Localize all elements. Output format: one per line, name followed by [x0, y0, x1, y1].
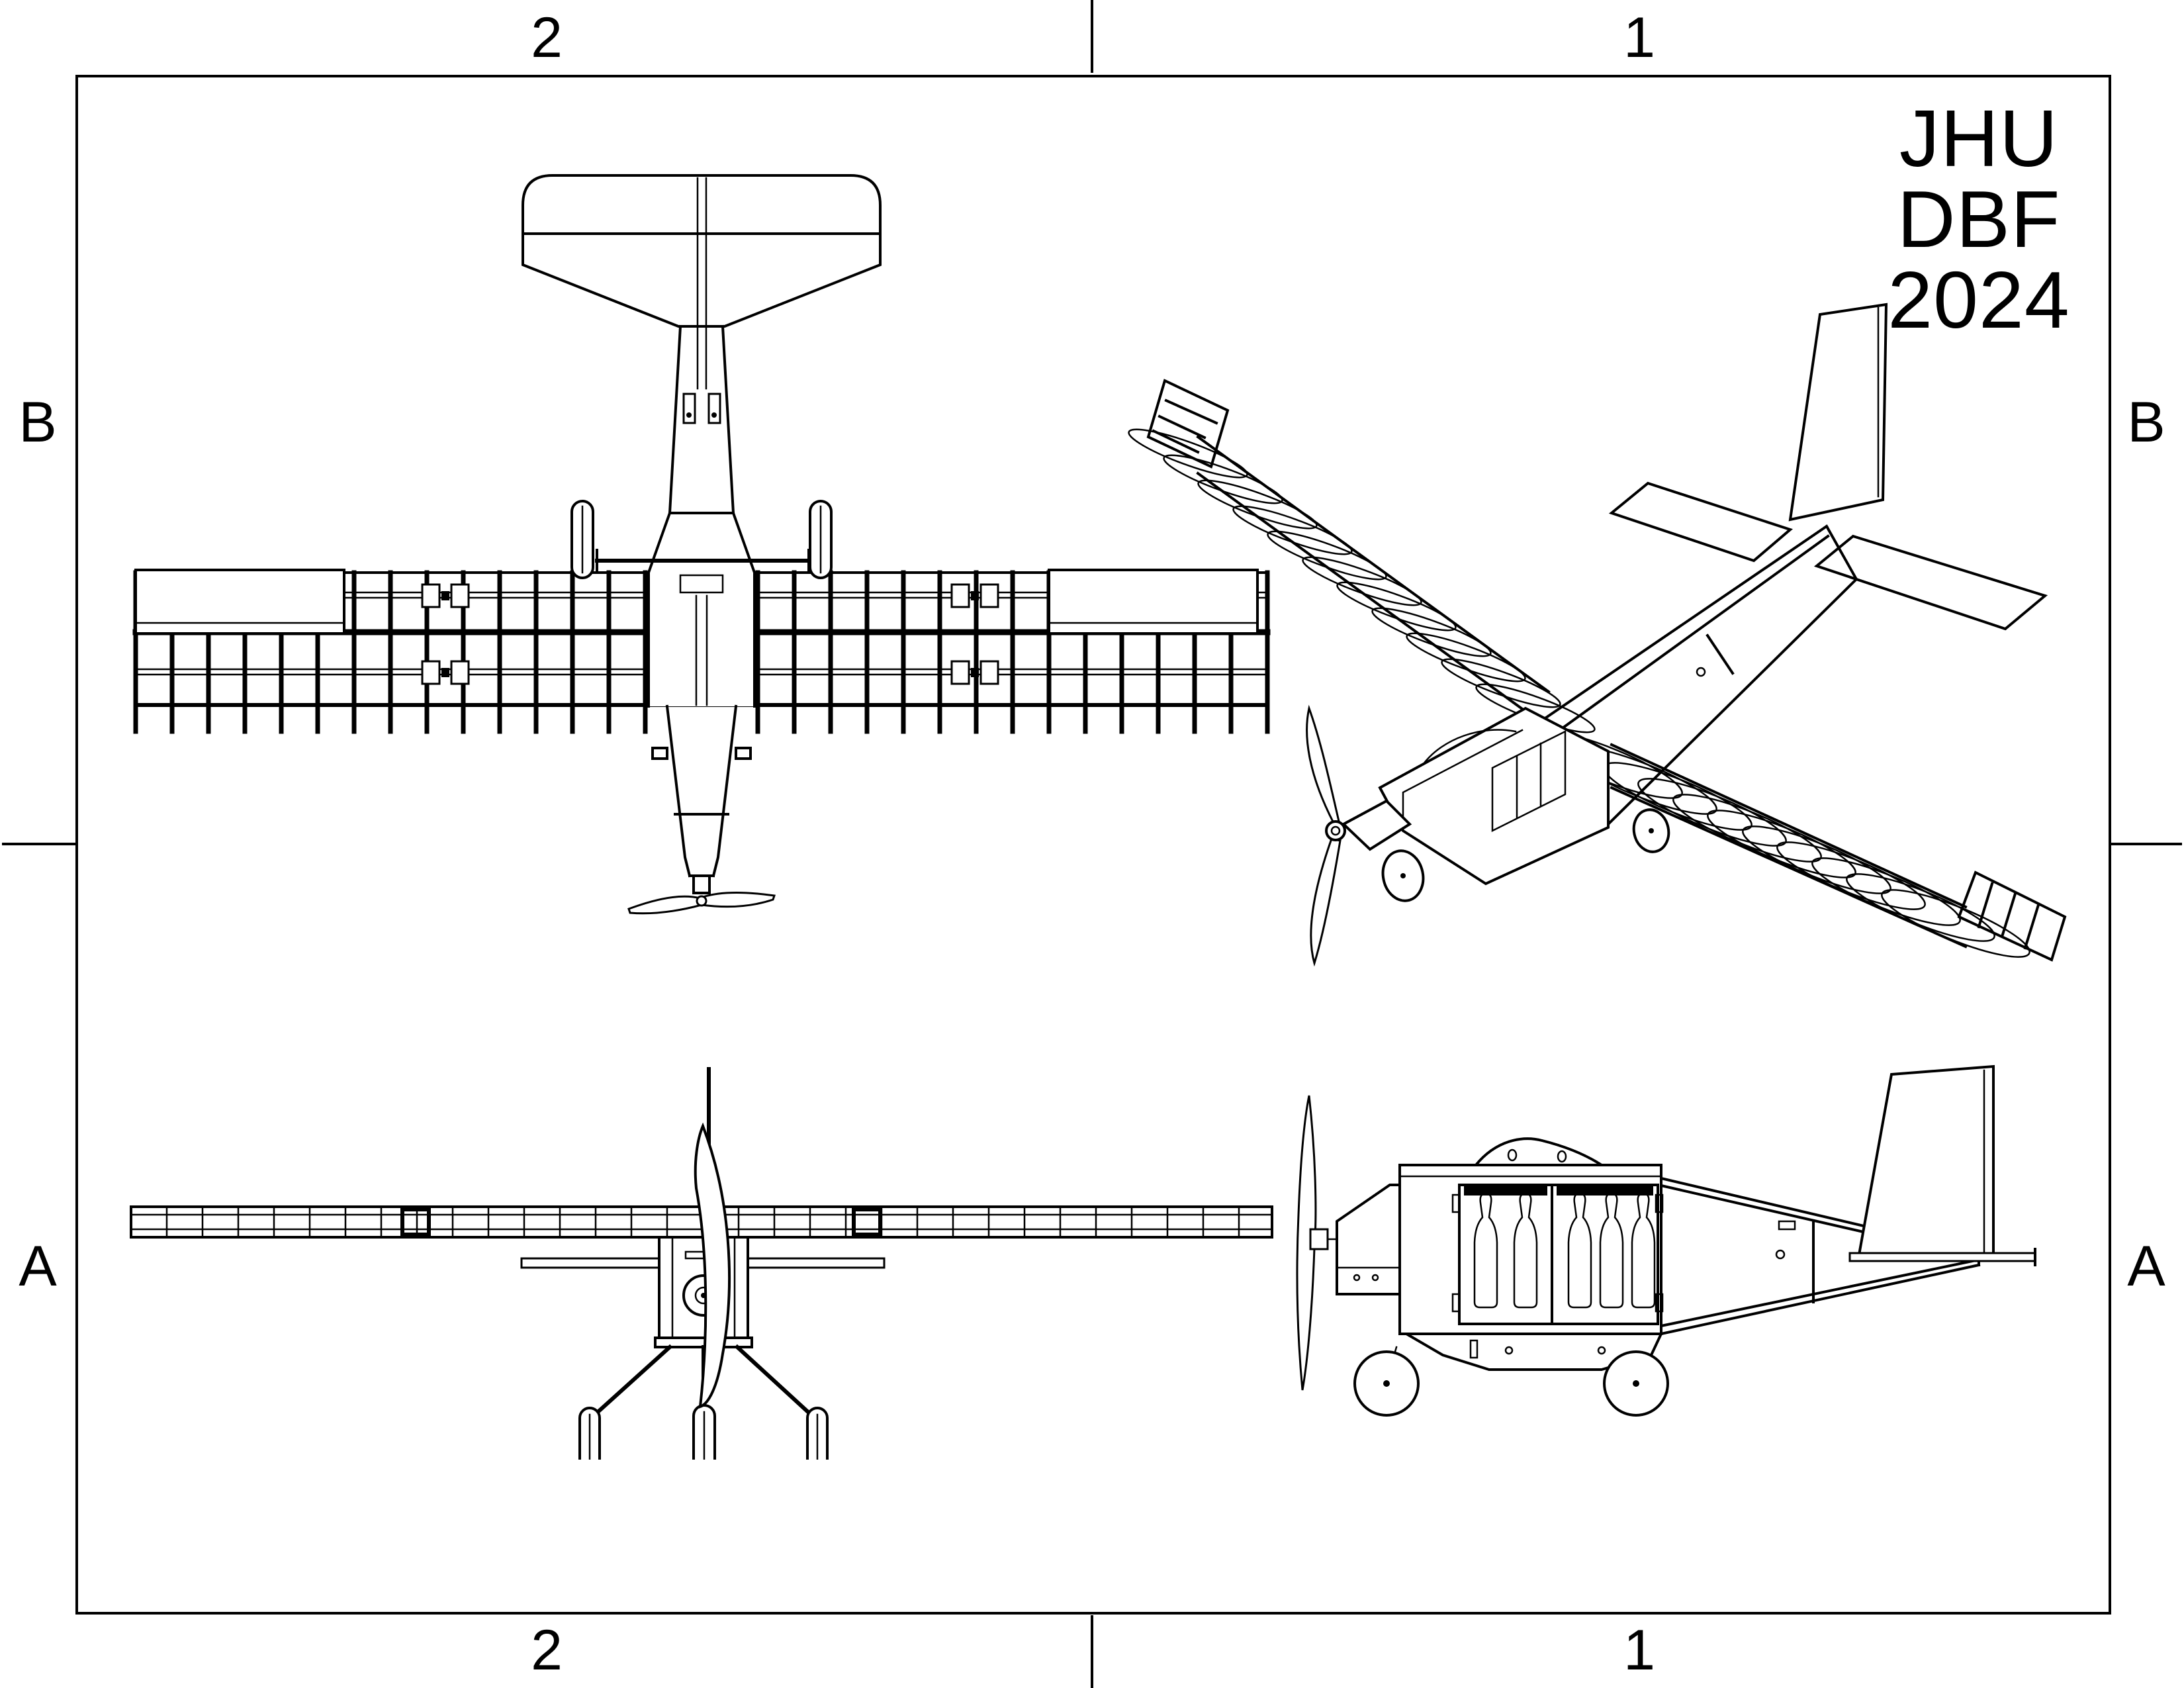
title-block: JHU DBF 2024	[1880, 98, 2078, 340]
propeller-front-view	[694, 1122, 731, 1409]
propeller-top-view	[627, 891, 776, 915]
zone-label-left-a: A	[19, 1235, 57, 1298]
zone-tick-right	[2109, 843, 2182, 845]
aileron-hinge-right	[950, 583, 999, 685]
zone-label-bottom-2: 2	[531, 1618, 563, 1682]
wheels-front-view	[578, 1404, 829, 1460]
zone-label-top-1: 1	[1623, 6, 1655, 70]
propeller-iso	[1306, 704, 1346, 967]
zone-label-bottom-1: 1	[1623, 1618, 1655, 1682]
stabilizer-right-iso	[1813, 534, 2048, 631]
zone-tick-left	[2, 843, 75, 845]
aileron-hinge-left	[421, 583, 470, 685]
zone-label-top-2: 2	[531, 6, 563, 70]
zone-tick-top	[1091, 0, 1093, 73]
zone-label-right-a: A	[2127, 1235, 2165, 1298]
propeller-side-view	[1296, 1095, 1338, 1391]
zone-label-left-b: B	[19, 391, 57, 454]
fin-side-view	[1856, 1064, 1995, 1260]
title-line-1: JHU	[1899, 93, 2059, 183]
canopy-side-view	[1473, 1137, 1606, 1166]
top-view-svg	[132, 174, 1271, 915]
nose-side-view	[1336, 1184, 1401, 1295]
side-view-svg	[1296, 1064, 2036, 1417]
stabilizer-side-view	[1848, 1252, 2036, 1262]
zone-tick-bottom	[1091, 1615, 1093, 1688]
zone-label-right-b: B	[2127, 391, 2165, 454]
front-view-svg	[130, 1067, 1273, 1460]
stabilizer-left-iso	[1608, 481, 1794, 563]
side-view-drawing	[1291, 1056, 2085, 1446]
title-line-3: 2024	[1888, 255, 2070, 345]
far-wing-ribs	[1125, 420, 1600, 741]
payload-bay	[1451, 1184, 1664, 1325]
wheels-side-view	[1353, 1346, 1669, 1417]
vertical-fin-iso	[1788, 303, 1888, 522]
wheels-iso	[1381, 808, 1670, 902]
front-view-drawing	[126, 1062, 1277, 1460]
top-view-drawing	[126, 169, 1277, 930]
isometric-view-svg	[1125, 303, 2067, 970]
isometric-view-drawing	[1125, 301, 2071, 970]
title-line-2: DBF	[1897, 174, 2061, 264]
nose-iso	[1341, 799, 1412, 851]
